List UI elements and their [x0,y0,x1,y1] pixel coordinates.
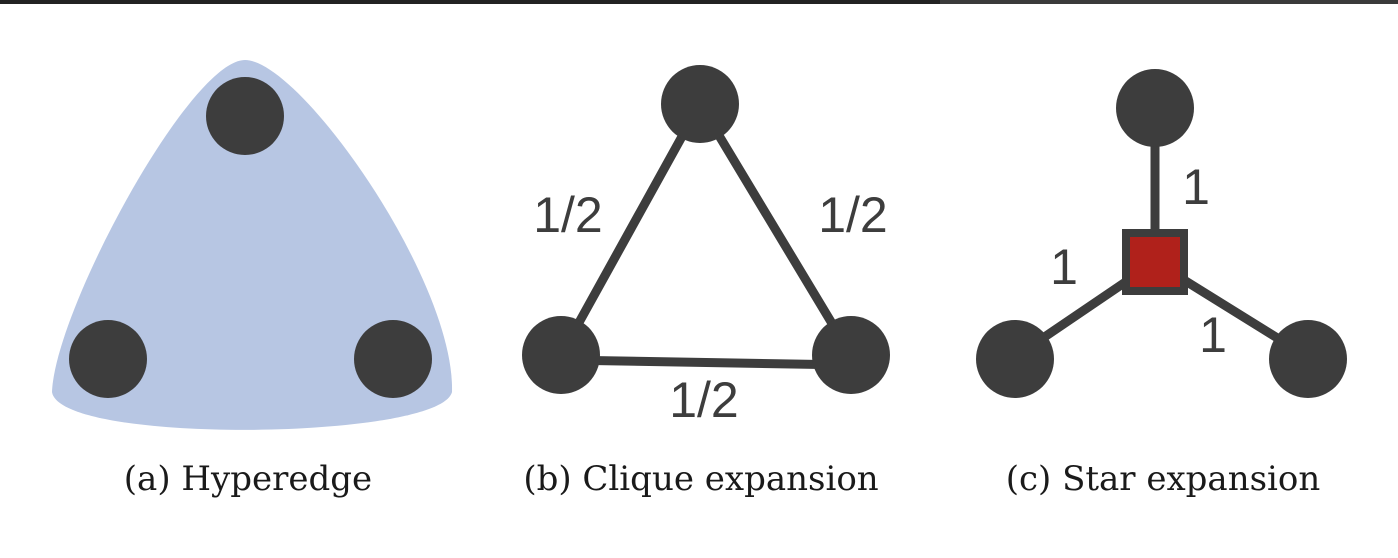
star-node-right [1269,320,1347,398]
clique-edge-right [695,99,856,360]
hyperedge-node-right [354,320,432,398]
hyperedge-region [52,60,453,430]
caption-clique-expansion: (b) Clique expansion [523,459,878,499]
caption-star-expansion: (c) Star expansion [1006,459,1321,499]
panel-star-expansion: 1 1 1 (c) Star expansion [976,69,1347,499]
star-weight-top: 1 [1182,159,1210,215]
clique-edge-bottom [556,355,856,370]
star-center-node [1122,229,1188,295]
star-node-left [976,320,1054,398]
star-weight-right: 1 [1199,307,1227,363]
clique-weight-left: 1/2 [533,187,603,243]
top-border-line-dark [0,0,940,4]
hyperedge-node-left [69,320,147,398]
clique-node-top [661,65,739,143]
clique-node-left [522,316,600,394]
panel-hyperedge: (a) Hyperedge [52,60,453,499]
clique-weight-bottom: 1/2 [669,372,739,428]
clique-weight-right: 1/2 [818,187,888,243]
star-weight-left: 1 [1050,239,1078,295]
panel-clique-expansion: 1/2 1/2 1/2 (b) Clique expansion [522,65,890,499]
caption-hyperedge: (a) Hyperedge [124,459,372,499]
star-node-top [1116,69,1194,147]
hyperedge-node-top [206,77,284,155]
clique-edge-left [556,99,705,360]
clique-node-right [812,316,890,394]
